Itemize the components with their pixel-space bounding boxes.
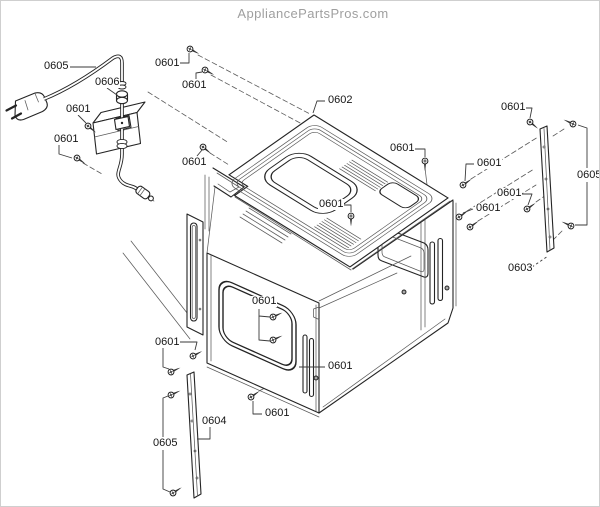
leader-line <box>464 163 474 182</box>
site-watermark: AppliancePartsPros.com <box>237 6 389 21</box>
leader-lines <box>58 53 588 493</box>
screw-icon <box>455 211 468 221</box>
part-label-0603-14[interactable]: 0603 <box>507 262 534 274</box>
screw-icon <box>269 312 283 321</box>
part-label-0605-20[interactable]: 0605 <box>152 437 179 449</box>
leader-line <box>462 208 474 214</box>
embedded-screw-icon <box>401 289 407 295</box>
part-label-0601-12[interactable]: 0601 <box>475 202 502 214</box>
part-label-0601-18[interactable]: 0601 <box>264 407 291 419</box>
leader-line <box>312 100 325 114</box>
screw-icon <box>347 212 355 227</box>
leader-line <box>522 193 533 206</box>
grommet-0606 <box>115 90 129 105</box>
emboss-ring-small <box>379 182 420 209</box>
screw-icon <box>169 487 182 497</box>
vent-slot <box>437 237 444 302</box>
leader-line <box>162 348 170 370</box>
screw-icon <box>523 203 536 213</box>
screw-icon <box>84 122 96 133</box>
vent-slot <box>308 337 315 398</box>
chassis-left-flange <box>186 213 204 336</box>
leader-line <box>197 427 211 440</box>
part-label-0601-4[interactable]: 0601 <box>154 57 181 69</box>
part-label-0601-7[interactable]: 0601 <box>181 156 208 168</box>
leader-line <box>531 255 549 268</box>
top-panel-0602 <box>228 114 451 271</box>
embedded-screw-icon <box>444 285 450 291</box>
plug <box>14 92 48 121</box>
screw-icon <box>563 119 577 128</box>
screw-icon <box>459 179 472 189</box>
leader-line <box>575 182 588 226</box>
leader-line <box>415 148 426 157</box>
embedded-screw-icon <box>313 375 319 381</box>
leader-line <box>195 71 203 79</box>
leader-line <box>180 53 190 64</box>
cord-clamp <box>113 115 131 131</box>
part-label-0602-6[interactable]: 0602 <box>327 94 354 106</box>
screw-icon <box>186 45 200 54</box>
leader-line <box>252 401 262 415</box>
part-label-0605-13[interactable]: 0605 <box>576 170 599 181</box>
screw-icon <box>201 66 215 75</box>
part-label-0601-19[interactable]: 0601 <box>154 336 181 348</box>
part-label-0601-15[interactable]: 0601 <box>318 198 345 210</box>
mounting-strip-0604 <box>186 371 202 499</box>
cord-connector <box>135 185 155 202</box>
power-cord-assembly <box>5 54 155 202</box>
part-label-0605-0[interactable]: 0605 <box>43 60 70 72</box>
screw-icon <box>167 367 181 376</box>
part-label-0601-11[interactable]: 0601 <box>496 187 523 199</box>
vent-slot <box>189 222 198 322</box>
screw-icon <box>167 390 181 399</box>
screw-icon <box>247 391 260 401</box>
part-label-0606-1[interactable]: 0606 <box>94 76 121 88</box>
leader-line <box>162 395 169 437</box>
leader-line <box>577 124 588 168</box>
screw-icon <box>421 157 429 172</box>
leader-line <box>180 341 198 351</box>
screw-icon <box>526 118 538 129</box>
leader-line <box>162 450 171 493</box>
screw-icon <box>561 221 575 230</box>
part-label-0604-21[interactable]: 0604 <box>201 415 228 427</box>
leader-line <box>526 107 533 119</box>
mounting-strip-0603 <box>539 125 555 253</box>
leader-line <box>58 145 73 159</box>
part-label-0601-16[interactable]: 0601 <box>251 295 278 307</box>
leader-line <box>196 149 203 157</box>
plug-prongs <box>5 104 23 120</box>
screw-layer <box>73 45 577 497</box>
screw-icon <box>73 154 86 164</box>
leader-line <box>106 87 118 96</box>
part-label-0601-5[interactable]: 0601 <box>181 79 208 91</box>
vent-slot <box>429 241 436 305</box>
part-label-0601-17[interactable]: 0601 <box>327 360 354 372</box>
part-label-0601-10[interactable]: 0601 <box>476 157 503 169</box>
panel-rib-hatch <box>314 159 388 249</box>
part-label-0601-8[interactable]: 0601 <box>389 142 416 154</box>
screw-icon <box>199 143 211 154</box>
part-label-0601-9[interactable]: 0601 <box>500 101 527 113</box>
leader-line <box>258 316 271 342</box>
leader-line <box>344 204 352 212</box>
screw-icon <box>189 351 203 360</box>
part-label-0601-2[interactable]: 0601 <box>65 103 92 115</box>
screw-icon <box>466 221 479 231</box>
screw-icon <box>269 335 283 344</box>
leader-line <box>77 114 87 124</box>
part-label-0601-3[interactable]: 0601 <box>53 133 80 145</box>
vent-slot <box>302 334 308 394</box>
